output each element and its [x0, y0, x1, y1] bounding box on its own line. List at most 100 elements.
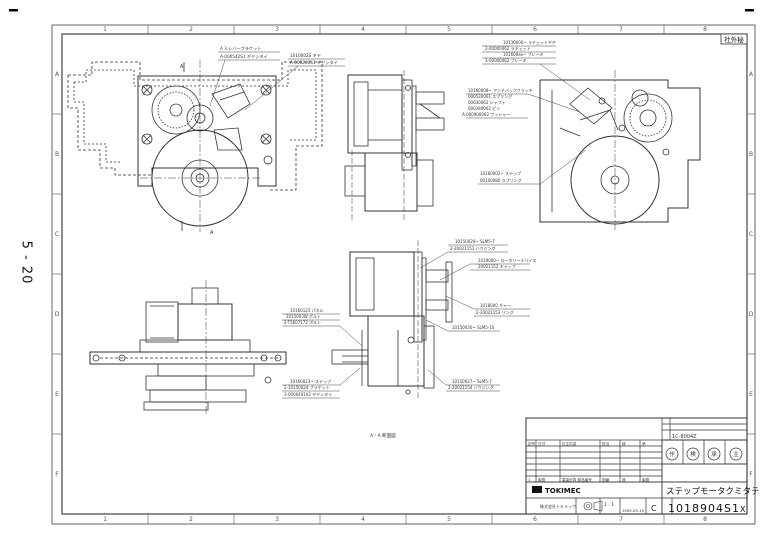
drawing-number: 1018904S1 — [668, 502, 740, 515]
zone-top-6: 6 — [533, 26, 537, 33]
right-view — [539, 70, 701, 230]
zone-right-A: A — [749, 71, 754, 78]
company-name: TOKIMEC — [545, 487, 581, 495]
stamp-4: 主 — [733, 450, 739, 458]
stamp-2: 検 — [690, 450, 696, 458]
zone-right-F: F — [749, 471, 753, 478]
front-view — [67, 60, 323, 232]
zone-top-4: 4 — [361, 26, 365, 33]
drawing-number-suffix: X — [740, 505, 746, 514]
drawing-date: 1995-05-19 — [622, 508, 645, 513]
callout-tl-3: 1010002S ギヤ — [290, 53, 321, 58]
revision-text: 1 製図 重量計算 部品番号 図番 検 製図 記号 日付 訂正内容 担当 検 承 — [528, 441, 650, 482]
callout-rm-1: 10160002~ ステップ — [480, 170, 521, 176]
callout-ll-2: 2-10150024 ブラケット — [284, 384, 330, 390]
rev-header-4: 担当 — [602, 441, 610, 446]
company-subname: 株式会社トキメック — [540, 503, 576, 509]
callout-lm-2: 1015003W ボルト — [286, 313, 321, 319]
zone-right-D: D — [749, 311, 754, 318]
confidential-stamp-box — [720, 33, 748, 45]
callout-tl-1: A 3 レバーブラケット — [220, 45, 261, 52]
confidential-stamp: 社外秘 — [724, 35, 744, 44]
callout-tr-5: 10160008~ アンチバッククラッチ — [468, 87, 533, 93]
leader-lines-top-right — [466, 45, 591, 185]
callout-cr3-1: 10150030~ SLM5-10 — [452, 325, 495, 330]
zone-bottom-4: 4 — [361, 516, 365, 523]
callout-cr2-2: 2-20021153 リング — [476, 309, 514, 315]
zone-bottom-6: 6 — [533, 516, 537, 523]
outer-frame — [51, 24, 756, 525]
zone-bottom-1: 1 — [103, 516, 107, 523]
callout-tl-4: A-000200S1 ギヤシタイ — [290, 59, 338, 66]
page-number: 5 - 20 — [18, 240, 34, 285]
zone-right-C: C — [749, 231, 753, 238]
corner-mark-top-left — [9, 9, 18, 12]
callout-tr-2: 2-00000062 ラチェット — [485, 45, 531, 51]
zone-top-8: 8 — [703, 26, 707, 33]
zone-left-A: A — [55, 71, 60, 78]
rev-header-6: 承 — [642, 441, 646, 446]
section-view-label: A - A 断面図 — [370, 432, 396, 439]
zone-top-7: 7 — [619, 26, 623, 33]
callout-tr-8: 000390062 ピン — [468, 106, 500, 111]
drawing-title: ステップモータクミタテ — [666, 487, 760, 497]
zone-bottom-3: 3 — [275, 516, 279, 523]
stamp-3: 承 — [711, 450, 717, 458]
zone-bottom-8: 8 — [703, 516, 707, 523]
callout-cr1-1: 1019060~ ロータリーデバイス — [478, 257, 536, 263]
zone-left-E: E — [55, 391, 59, 398]
section-marker-top: A — [180, 64, 184, 70]
company-logo-mark — [532, 486, 542, 493]
callout-lm-3: 2-T5607172 ボルト — [284, 319, 321, 325]
zone-left-C: C — [55, 231, 59, 238]
callout-group-top-right: 10130000~ ラチェットギヤ 2-00000062 ラチェット 10160… — [462, 39, 556, 183]
callout-group-top-left: A 3 レバーブラケット A-000542S1 ギヤシタイ 1010002S ギ… — [220, 45, 338, 66]
rev-header-2: 日付 — [538, 441, 546, 446]
zone-top-3: 3 — [275, 26, 279, 33]
callout-group-center: 10150029~ SLM5-7 2-20021151 ハウジング 101906… — [284, 239, 536, 397]
callout-ll-3: 3-000640102 ギヤシタイ — [284, 391, 332, 397]
callout-ll-1: 10160023~ ステップ — [290, 378, 331, 384]
callout-cr2-1: 1018000 ギャー — [480, 303, 511, 308]
rev-header-5: 検 — [622, 441, 626, 446]
rev-col-3: 重量計算 部品番号 — [562, 477, 592, 482]
zone-top-1: 1 — [103, 26, 107, 33]
rev-col-1: 1 — [528, 478, 530, 482]
zone-bottom-2: 2 — [189, 516, 193, 523]
zone-right-E: E — [749, 391, 753, 398]
callout-tl-2: A-000542S1 ギヤシタイ — [220, 53, 268, 60]
bottom-view — [89, 280, 287, 415]
zone-left-D: D — [55, 311, 60, 318]
approval-stamps: 作 検 承 主 — [669, 450, 739, 458]
callout-tr-4: 3-00000062 ブレーキ — [485, 57, 527, 63]
small-drawing-number: 1C-8004Z — [672, 434, 697, 440]
callout-cr1-2: 20021152 キャップ — [478, 263, 516, 269]
zone-labels: 1 2 3 4 5 6 7 8 1 2 3 4 5 6 7 8 A B C D … — [55, 26, 754, 523]
rev-header-1: 記号 — [528, 441, 536, 446]
section-marker-bottom: A — [210, 230, 214, 236]
callout-rl-1: 10150027~ SLM5-7 — [452, 379, 492, 384]
zone-left-F: F — [55, 471, 59, 478]
callout-tr-3: 101600ex~ ブレーキ — [503, 51, 544, 57]
leader-lines-top-left — [209, 51, 345, 111]
rev-col-2: 製図 — [538, 477, 546, 482]
corner-mark-top-right — [745, 9, 754, 12]
callout-tr-1: 10130000~ ラチェットギヤ — [503, 39, 556, 45]
zone-bottom-5: 5 — [447, 516, 451, 523]
rev-col-4: 図番 — [602, 477, 610, 482]
callout-rm-2: 00100080 スプリング — [480, 177, 522, 183]
rev-col-6: 製図 — [642, 477, 650, 482]
zone-bottom-7: 7 — [619, 516, 623, 523]
zone-ticks — [52, 25, 755, 524]
side-view — [344, 70, 445, 222]
leader-lines-center — [282, 244, 530, 399]
rev-header-3: 訂正内容 — [562, 441, 577, 446]
section-view — [331, 240, 453, 400]
zone-left-B: B — [55, 151, 59, 158]
projection-symbol-icon — [583, 500, 603, 512]
zone-top-2: 2 — [189, 26, 193, 33]
scale-value: 1 : 1 — [604, 502, 614, 508]
callout-cu-2: 2-20021151 ハウジング — [450, 245, 496, 251]
